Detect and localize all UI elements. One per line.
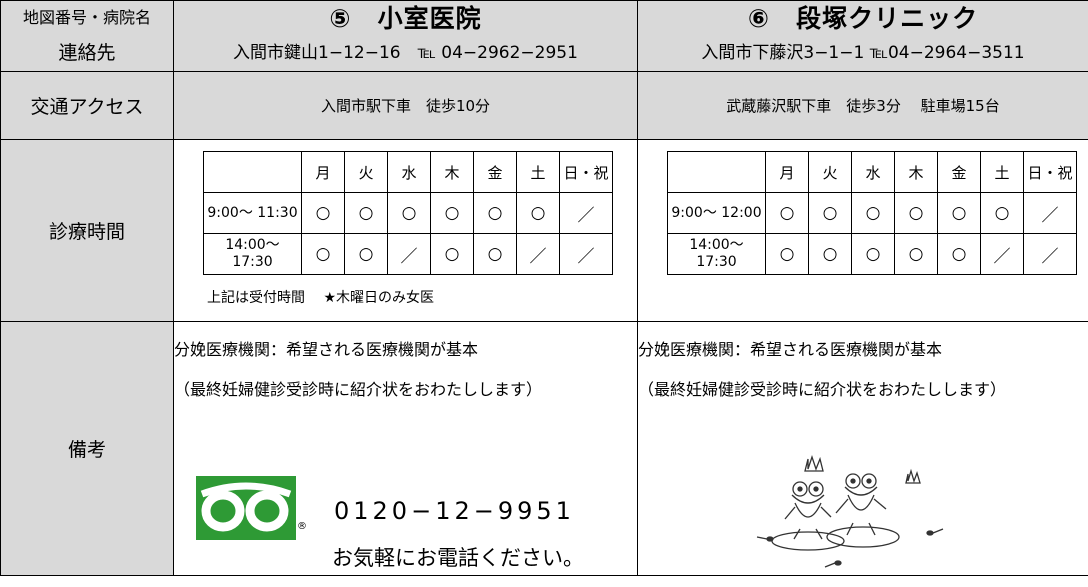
schedule-day-header: 木 [894, 151, 938, 193]
header-row: 地図番号・病院名 連絡先 ⑤ 小室医院 入間市鍵山1−12−16 ℡ 04−29… [0, 0, 1088, 72]
remarks-label: 備考 [0, 321, 174, 576]
schedule-availability-mark: ○ [473, 233, 517, 275]
schedule-availability-mark: ○ [808, 192, 852, 234]
clinic6-access: 武蔵藤沢駅下車 徒歩3分 駐車場15台 [637, 71, 1088, 140]
remarks-row: 備考 分娩医療機関：希望される医療機関が基本 （最終妊婦健診受診時に紹介状をおわ… [0, 321, 1088, 576]
schedule-day-header: 土 [516, 151, 560, 193]
schedule-day-header-row: 月火水木金土日・祝 [203, 151, 613, 193]
schedule-row: 9:00～ 11:30○○○○○○／ [203, 192, 613, 234]
schedule-availability-mark: ○ [344, 192, 388, 234]
header-label-bottom: 連絡先 [58, 42, 116, 64]
schedule-availability-mark: ○ [387, 192, 431, 234]
schedule-availability-mark: ／ [559, 233, 613, 275]
schedule-day-header: 木 [430, 151, 474, 193]
header-label-cell: 地図番号・病院名 連絡先 [0, 0, 174, 72]
clinic5-address: 入間市鍵山1−12−16 ℡ 04−2962−2951 [233, 42, 578, 63]
clinic6-remark-1: 分娩医療機関：希望される医療機関が基本 [638, 340, 943, 359]
schedule-day-header: 土 [980, 151, 1024, 193]
schedule-availability-mark: ／ [1023, 192, 1077, 234]
schedule-availability-mark: ／ [980, 233, 1024, 275]
schedule-day-header: 水 [387, 151, 431, 193]
schedule-day-header: 火 [808, 151, 852, 193]
schedule-availability-mark: ○ [430, 233, 474, 275]
clinic6-address: 入間市下藤沢3−1−1 ℡04−2964−3511 [701, 42, 1025, 63]
schedule-day-header: 日・祝 [559, 151, 613, 193]
clinic5-header-cell: ⑤ 小室医院 入間市鍵山1−12−16 ℡ 04−2962−2951 [173, 0, 638, 72]
freedial-registered-mark: ® [297, 521, 307, 532]
clinic6-name: ⑥ 段塚クリニック [747, 3, 979, 33]
schedule-availability-mark: ／ [1023, 233, 1077, 275]
schedule-availability-mark: ○ [894, 233, 938, 275]
schedule-availability-mark: ○ [516, 192, 560, 234]
clinic6-remarks-cell: 分娩医療機関：希望される医療機関が基本 （最終妊婦健診受診時に紹介状をおわたしし… [637, 321, 1088, 576]
schedule-day-header: 金 [473, 151, 517, 193]
clinic5-remarks: 分娩医療機関：希望される医療機関が基本 （最終妊婦健診受診時に紹介状をおわたしし… [174, 322, 637, 575]
schedule-corner-cell [667, 151, 766, 193]
frog-illustration-icon [756, 454, 944, 568]
schedule-availability-mark: ○ [894, 192, 938, 234]
clinic5-remarks-cell: 分娩医療機関：希望される医療機関が基本 （最終妊婦健診受診時に紹介状をおわたしし… [173, 321, 638, 576]
access-row: 交通アクセス 入間市駅下車 徒歩10分 武蔵藤沢駅下車 徒歩3分 駐車場15台 [0, 71, 1088, 140]
schedule-row: 14:00～ 17:30○○○○○／／ [667, 233, 1077, 275]
schedule-availability-mark: ○ [980, 192, 1024, 234]
schedule-availability-mark: ○ [937, 192, 981, 234]
schedule-availability-mark: ○ [937, 233, 981, 275]
schedule-availability-mark: ○ [344, 233, 388, 275]
schedule-day-header: 月 [301, 151, 345, 193]
schedule-availability-mark: ○ [851, 233, 895, 275]
schedule-availability-mark: ／ [387, 233, 431, 275]
clinic5-schedule-note: 上記は受付時間 ★木曜日のみ女医 [207, 290, 435, 306]
schedule-corner-cell [203, 151, 302, 193]
clinic5-name: ⑤ 小室医院 [329, 3, 482, 33]
clinic5-remark-1: 分娩医療機関：希望される医療機関が基本 [174, 340, 479, 359]
schedule-day-header: 火 [344, 151, 388, 193]
schedule-day-header: 水 [851, 151, 895, 193]
clinic6-header-cell: ⑥ 段塚クリニック 入間市下藤沢3−1−1 ℡04−2964−3511 [637, 0, 1088, 72]
schedule-time-cell: 9:00～ 12:00 [667, 192, 766, 234]
freedial-logo-icon [196, 476, 296, 540]
clinic5-access: 入間市駅下車 徒歩10分 [173, 71, 638, 140]
schedule-availability-mark: ○ [765, 233, 809, 275]
schedule-availability-mark: ○ [430, 192, 474, 234]
clinic5-phone-note: お気軽にお電話ください。 [332, 546, 584, 570]
schedule-time-cell: 14:00～ 17:30 [667, 233, 766, 275]
schedule-availability-mark: ○ [301, 233, 345, 275]
schedule-availability-mark: ／ [559, 192, 613, 234]
schedule-availability-mark: ○ [765, 192, 809, 234]
schedule-row: 9:00～ 12:00○○○○○○／ [667, 192, 1077, 234]
schedule-day-header-row: 月火水木金土日・祝 [667, 151, 1077, 193]
clinic6-remarks: 分娩医療機関：希望される医療機関が基本 （最終妊婦健診受診時に紹介状をおわたしし… [638, 322, 1088, 575]
schedule-day-header: 月 [765, 151, 809, 193]
clinic5-phone[interactable]: 0120−12−9951 [334, 497, 575, 525]
schedule-availability-mark: ○ [808, 233, 852, 275]
schedule-time-cell: 9:00～ 11:30 [203, 192, 302, 234]
schedule-availability-mark: ○ [301, 192, 345, 234]
schedule-row: 14:00～ 17:30○○／○○／／ [203, 233, 613, 275]
hours-label: 診療時間 [0, 139, 174, 322]
schedule-day-header: 日・祝 [1023, 151, 1077, 193]
schedule-time-cell: 14:00～ 17:30 [203, 233, 302, 275]
clinic6-remark-2: （最終妊婦健診受診時に紹介状をおわたしします） [638, 380, 1007, 399]
header-label-top: 地図番号・病院名 [22, 8, 151, 27]
access-label: 交通アクセス [0, 71, 174, 140]
clinic5-remark-2: （最終妊婦健診受診時に紹介状をおわたしします） [174, 380, 543, 399]
schedule-availability-mark: ／ [516, 233, 560, 275]
schedule-day-header: 金 [937, 151, 981, 193]
schedule-availability-mark: ○ [473, 192, 517, 234]
schedule-availability-mark: ○ [851, 192, 895, 234]
